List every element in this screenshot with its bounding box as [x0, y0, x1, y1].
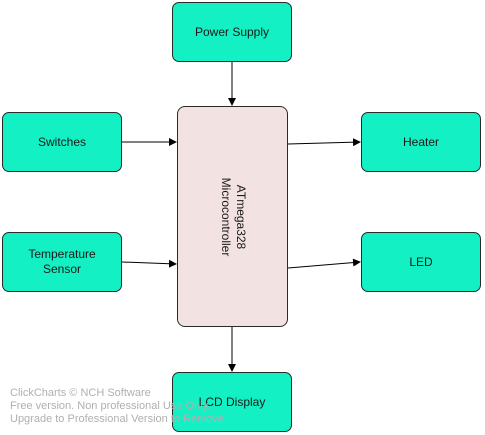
heater-block[interactable]: Heater	[361, 112, 481, 172]
microcontroller-block[interactable]: ATmega328 Microcontroller	[177, 106, 288, 327]
power-supply-label: Power Supply	[194, 24, 270, 39]
watermark-line: Upgrade to Professional Version to Remov…	[10, 413, 225, 425]
temperature-sensor-block[interactable]: Temperature Sensor	[2, 232, 122, 292]
led-block[interactable]: LED	[361, 232, 481, 292]
heater-label: Heater	[402, 134, 440, 149]
led-label: LED	[409, 254, 433, 269]
arrow-sensor-to-mcu	[121, 259, 177, 268]
watermark-line: Free version. Non professional Use Only.	[10, 400, 211, 412]
lcd-display-block[interactable]: LCD Display	[172, 372, 292, 432]
watermark: ClickCharts © NCH Software Free version.…	[10, 387, 224, 426]
power-supply-block[interactable]: Power Supply	[172, 2, 292, 62]
watermark-line: ClickCharts © NCH Software	[10, 387, 151, 399]
lcd-display-label: LCD Display	[198, 394, 266, 409]
switches-label: Switches	[37, 134, 87, 149]
arrow-mcu-to-heater	[287, 138, 361, 147]
microcontroller-label: ATmega328 Microcontroller	[218, 177, 248, 256]
switches-block[interactable]: Switches	[2, 112, 122, 172]
arrow-mcu-to-led	[287, 258, 361, 269]
temperature-sensor-label: Temperature Sensor	[28, 247, 96, 276]
